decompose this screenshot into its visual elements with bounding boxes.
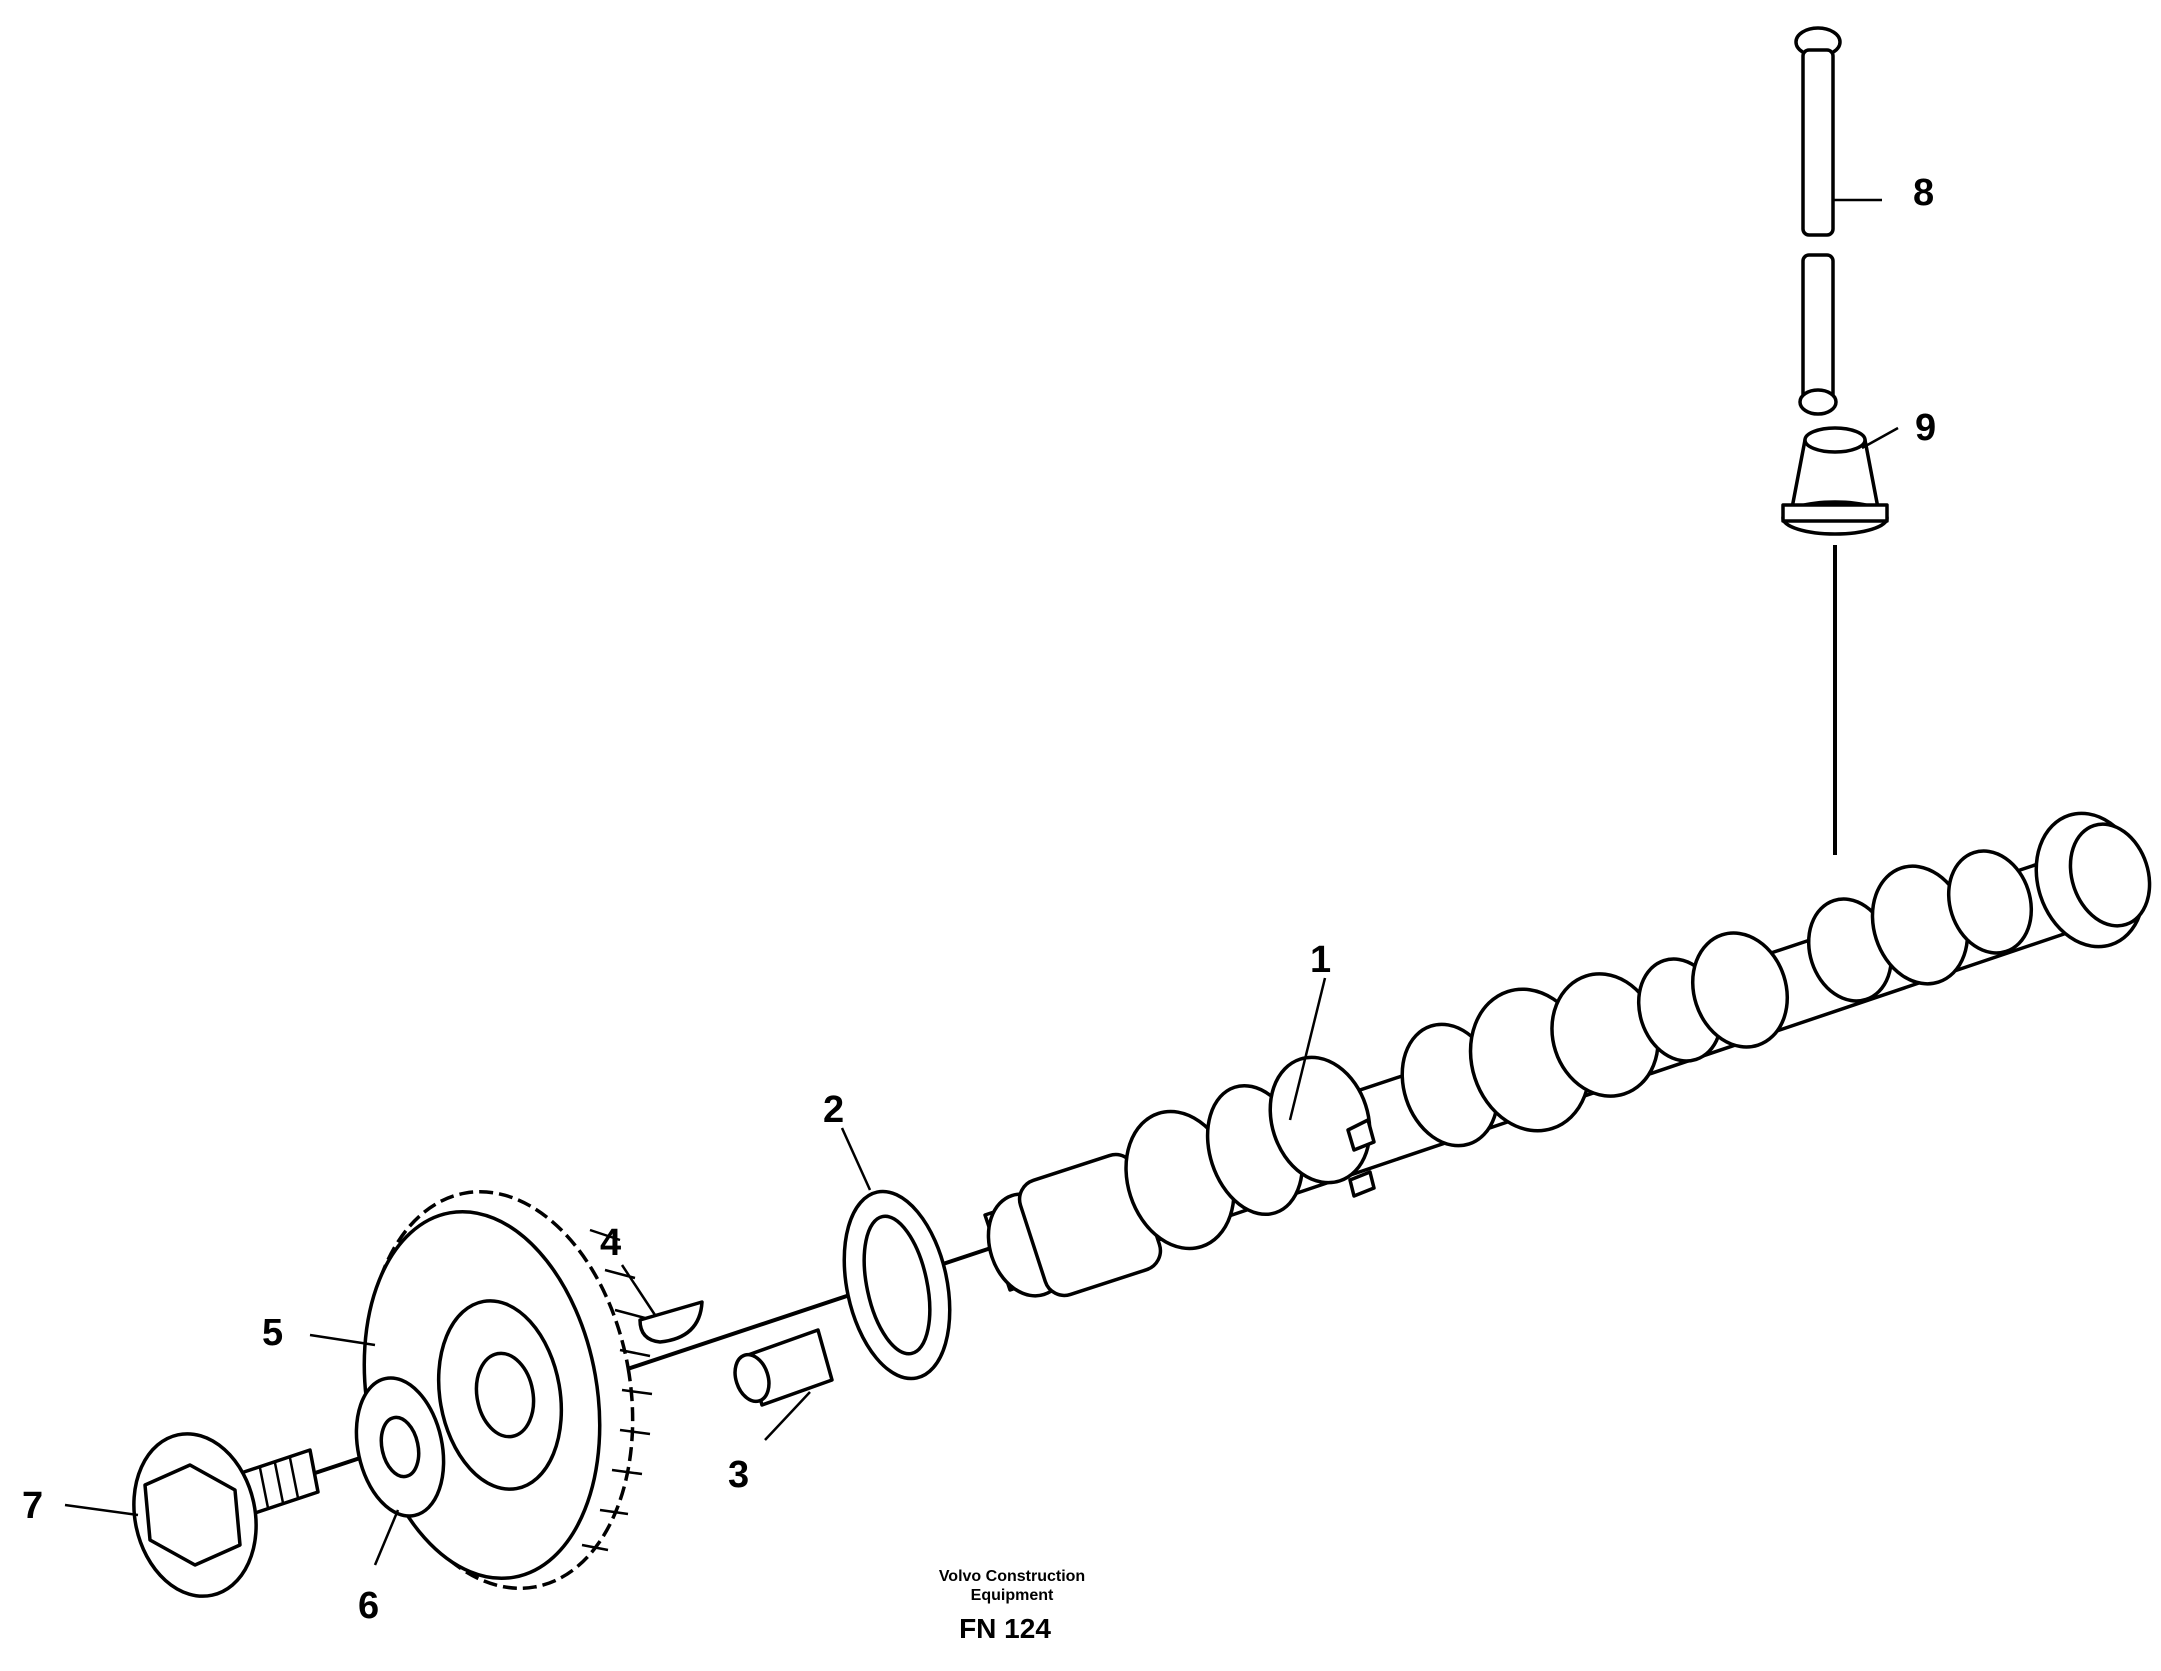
washer-part	[354, 1376, 446, 1518]
callout-3: 3	[728, 1454, 749, 1496]
callout-8: 8	[1913, 172, 1934, 214]
leader-line-6	[373, 1509, 400, 1566]
callout-1: 1	[1310, 939, 1331, 981]
leader-line-7	[64, 1503, 139, 1517]
thrust-washer-part	[842, 1189, 952, 1381]
callout-5: 5	[262, 1312, 283, 1354]
callout-9: 9	[1915, 407, 1936, 449]
callout-7: 7	[22, 1485, 43, 1527]
leader-line-2	[840, 1127, 872, 1191]
push-rod-part	[1794, 26, 1842, 416]
footer-figure-code: FN 124	[959, 1613, 1051, 1644]
flange-bolt-part	[132, 1432, 320, 1598]
callout-4: 4	[600, 1222, 621, 1264]
leader-line-9	[1861, 426, 1899, 450]
valve-tappet-part	[1781, 426, 1889, 536]
footer-company-line2: Equipment	[971, 1587, 1054, 1604]
callout-2: 2	[823, 1089, 844, 1131]
leader-line-3	[764, 1391, 811, 1441]
leader-line-4	[620, 1264, 657, 1316]
leader-line-1	[1288, 977, 1327, 1121]
footer-company-line1: Volvo Construction	[939, 1568, 1085, 1585]
dowel-pin-part	[733, 1328, 834, 1407]
camshaft-part	[983, 811, 2152, 1298]
callout-6: 6	[358, 1585, 379, 1627]
woodruff-key-part	[638, 1300, 704, 1344]
leader-line-5	[309, 1333, 376, 1347]
